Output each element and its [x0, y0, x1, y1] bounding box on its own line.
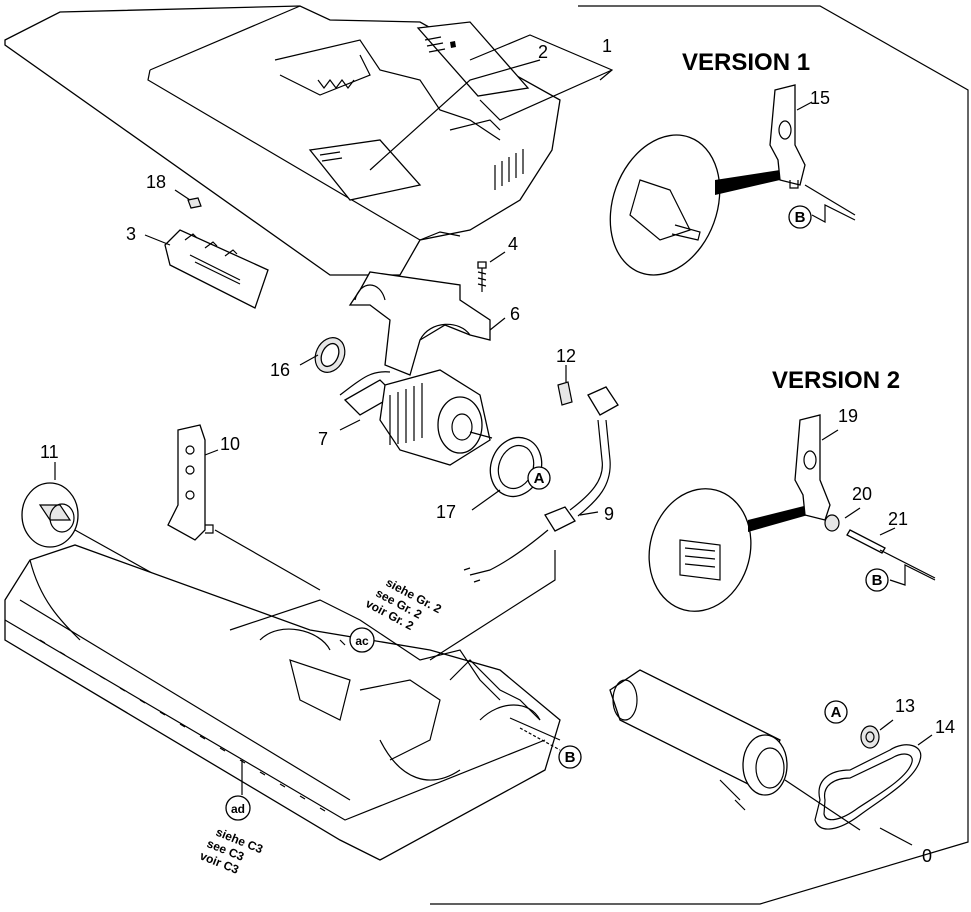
callout-4: 4 [508, 234, 518, 254]
version-1-assembly [609, 84, 856, 276]
svg-text:B: B [795, 209, 806, 226]
callout-12: 12 [556, 346, 576, 366]
top-cover [4, 5, 561, 276]
leader-gr2 [429, 550, 556, 661]
svg-text:A: A [534, 470, 545, 487]
part-10-side-plate [167, 424, 321, 591]
ref-circle-ad: ad [225, 795, 251, 821]
callout-15: 15 [810, 88, 830, 108]
ref-circle-a-belt: A [824, 700, 848, 724]
part-13-pulley [860, 719, 894, 749]
part-18 [187, 197, 202, 209]
leader-0 [879, 827, 913, 846]
leader-1b [479, 69, 613, 121]
svg-text:A: A [831, 704, 842, 721]
callout-20: 20 [852, 484, 872, 504]
callout-9: 9 [604, 504, 614, 524]
callout-10: 10 [220, 434, 240, 454]
svg-text:B: B [872, 572, 883, 589]
ref-circle-a-motor: A [527, 466, 551, 490]
callout-2: 2 [538, 42, 548, 62]
svg-text:ad: ad [231, 802, 245, 816]
see-c3-note: siehe C3 see C3 voir C3 [198, 825, 265, 877]
base-housing [4, 544, 561, 861]
part-16-ring [299, 337, 346, 373]
leader-2 [369, 59, 541, 171]
part-12-clip [557, 365, 573, 406]
ref-circle-b-version1: B [788, 205, 812, 229]
callout-18: 18 [146, 172, 166, 192]
callout-7: 7 [318, 429, 328, 449]
svg-text:ac: ac [355, 634, 369, 648]
diagram-frame [430, 5, 969, 905]
version-1-title: VERSION 1 [682, 49, 810, 76]
callout-19: 19 [838, 406, 858, 426]
callout-11: 11 [40, 442, 59, 462]
part-3-circuit-board [144, 229, 269, 309]
callout-3: 3 [126, 224, 136, 244]
part-7-motor [339, 369, 493, 466]
part-6-bracket [348, 271, 506, 376]
part-14-belt [814, 734, 933, 830]
ref-circle-b-base: B [519, 727, 582, 769]
leader-1 [469, 34, 614, 81]
brush-roller-assembly [609, 669, 861, 831]
version-2-title: VERSION 2 [772, 367, 900, 394]
callout-1: 1 [602, 36, 612, 56]
callout-13: 13 [895, 696, 915, 716]
callout-17: 17 [436, 502, 456, 522]
callout-16: 16 [270, 360, 290, 380]
version-2-assembly [648, 414, 936, 612]
svg-text:B: B [565, 749, 576, 766]
callout-21: 21 [888, 509, 908, 529]
callout-0: 0 [922, 846, 932, 866]
part-9-cable [463, 386, 619, 583]
ref-circle-b-version2: B [865, 568, 889, 592]
callout-14: 14 [935, 717, 955, 737]
ref-circle-ac: ac [349, 627, 375, 653]
part-4-screw [477, 251, 506, 292]
callout-6: 6 [510, 304, 520, 324]
